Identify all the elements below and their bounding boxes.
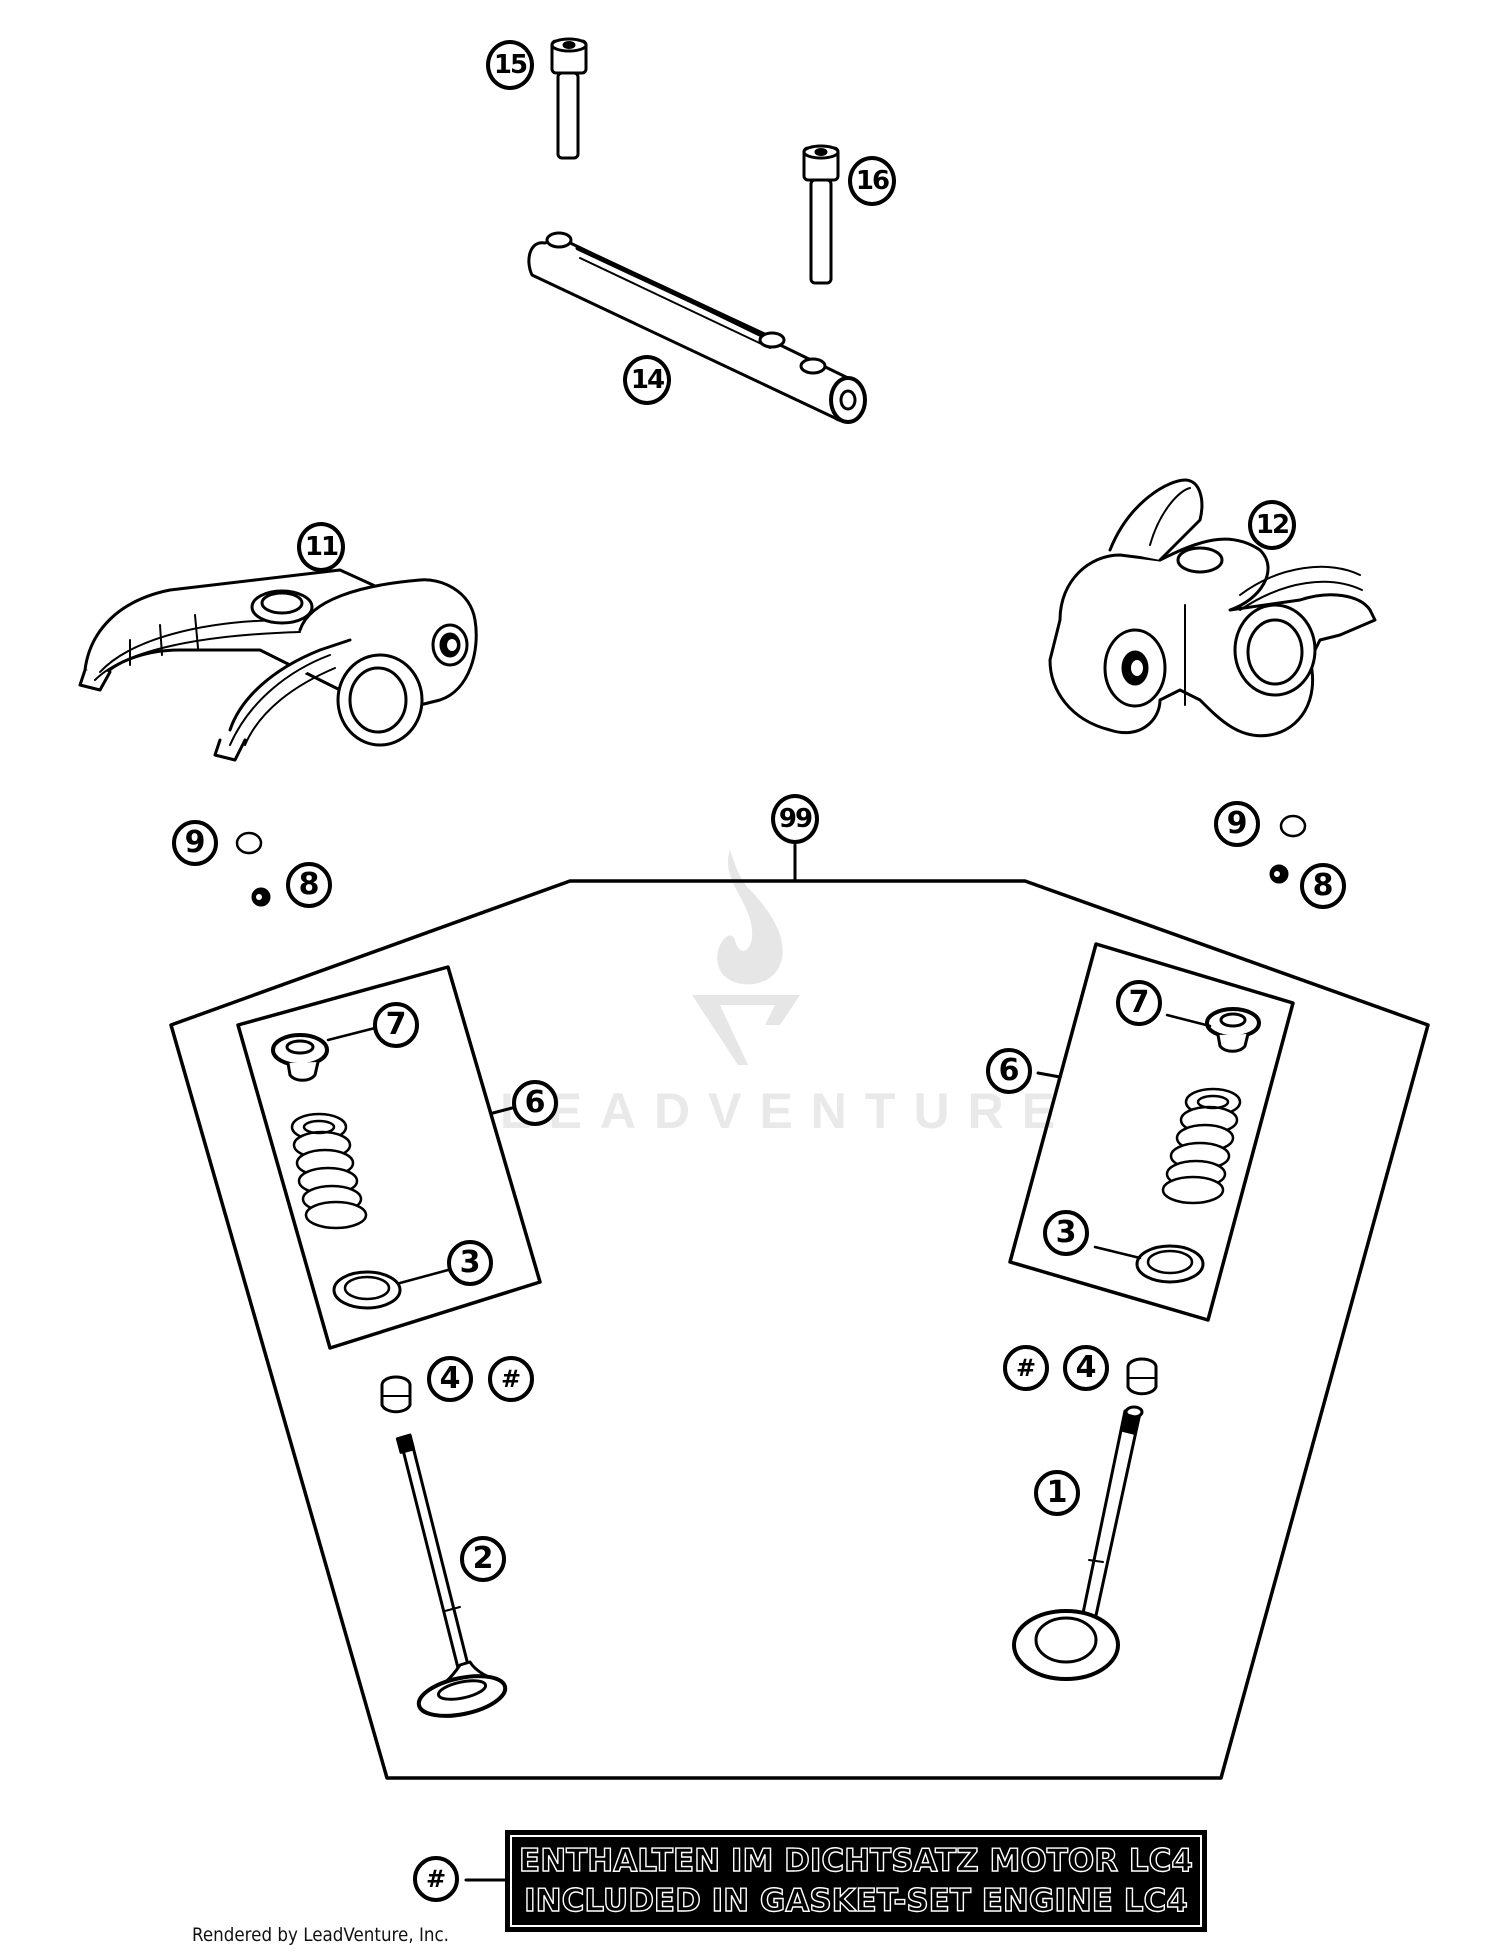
valve-stem-seal-right-icon — [1126, 1357, 1158, 1396]
callout-6-right[interactable]: 6 — [986, 1048, 1032, 1094]
callout-12[interactable]: 12 — [1248, 500, 1296, 550]
callout-6-left[interactable]: 6 — [512, 1080, 558, 1126]
valve-cotter-right-icon — [1269, 864, 1289, 884]
spring-seat-right-icon — [1093, 1244, 1205, 1284]
screw-15-icon — [550, 37, 588, 160]
rocker-arm-12-icon — [1048, 478, 1377, 738]
spring-kit-right-outline — [1008, 942, 1295, 1322]
spring-seat-left-icon — [332, 1268, 450, 1310]
callout-4-left[interactable]: 4 — [427, 1356, 473, 1402]
valve-cap-left-icon — [235, 831, 263, 855]
leadventure-logo-icon — [692, 850, 800, 1065]
spring-kit-left-outline — [236, 965, 542, 1350]
callout-11[interactable]: 11 — [297, 522, 345, 572]
group-99-outline — [169, 879, 1430, 1780]
callout-99[interactable]: 99 — [771, 794, 819, 844]
callout-hash-left[interactable]: # — [488, 1356, 534, 1402]
legend-line-german: ENTHALTEN IM DICHTSATZ MOTOR LC4 — [518, 1842, 1193, 1879]
callout-14[interactable]: 14 — [623, 355, 671, 405]
callout-15[interactable]: 15 — [486, 40, 534, 90]
callout-3-left[interactable]: 3 — [447, 1240, 493, 1286]
valve-cotter-left-icon — [251, 887, 271, 907]
exhaust-valve-2-icon — [395, 1433, 508, 1718]
footer-credit: Rendered by LeadVenture, Inc. — [192, 1924, 450, 1946]
rocker-shaft-14-icon — [527, 231, 867, 424]
callout-hash-right[interactable]: # — [1003, 1345, 1049, 1391]
spring-retainer-left-icon — [271, 1026, 377, 1082]
callout-2[interactable]: 2 — [460, 1536, 506, 1582]
valve-spring-left-icon — [290, 1112, 368, 1230]
callout-9-left[interactable]: 9 — [172, 820, 218, 866]
callout-9-right[interactable]: 9 — [1214, 801, 1260, 847]
intake-valve-1-icon — [1012, 1405, 1144, 1681]
screw-16-icon — [802, 144, 840, 285]
valve-spring-right-icon — [1161, 1087, 1242, 1205]
rocker-arm-11-icon — [78, 568, 478, 762]
valve-cap-right-icon — [1279, 814, 1307, 838]
callout-8-left[interactable]: 8 — [286, 862, 332, 908]
callout-7-left[interactable]: 7 — [373, 1002, 419, 1048]
callout-16[interactable]: 16 — [848, 156, 896, 206]
valve-stem-seal-left-icon — [380, 1375, 412, 1414]
legend-banner: ENTHALTEN IM DICHTSATZ MOTOR LC4 INCLUDE… — [505, 1830, 1207, 1932]
callout-7-right[interactable]: 7 — [1116, 980, 1162, 1026]
spring-retainer-right-icon — [1165, 1007, 1261, 1053]
legend-line-english: INCLUDED IN GASKET-SET ENGINE LC4 — [523, 1882, 1188, 1919]
callout-4-right[interactable]: 4 — [1063, 1345, 1109, 1391]
legend-marker: # — [413, 1856, 459, 1902]
watermark-text: LEADVENTURE — [500, 1083, 1074, 1139]
callout-3-right[interactable]: 3 — [1043, 1210, 1089, 1256]
callout-1[interactable]: 1 — [1034, 1470, 1080, 1516]
callout-8-right[interactable]: 8 — [1300, 863, 1346, 909]
